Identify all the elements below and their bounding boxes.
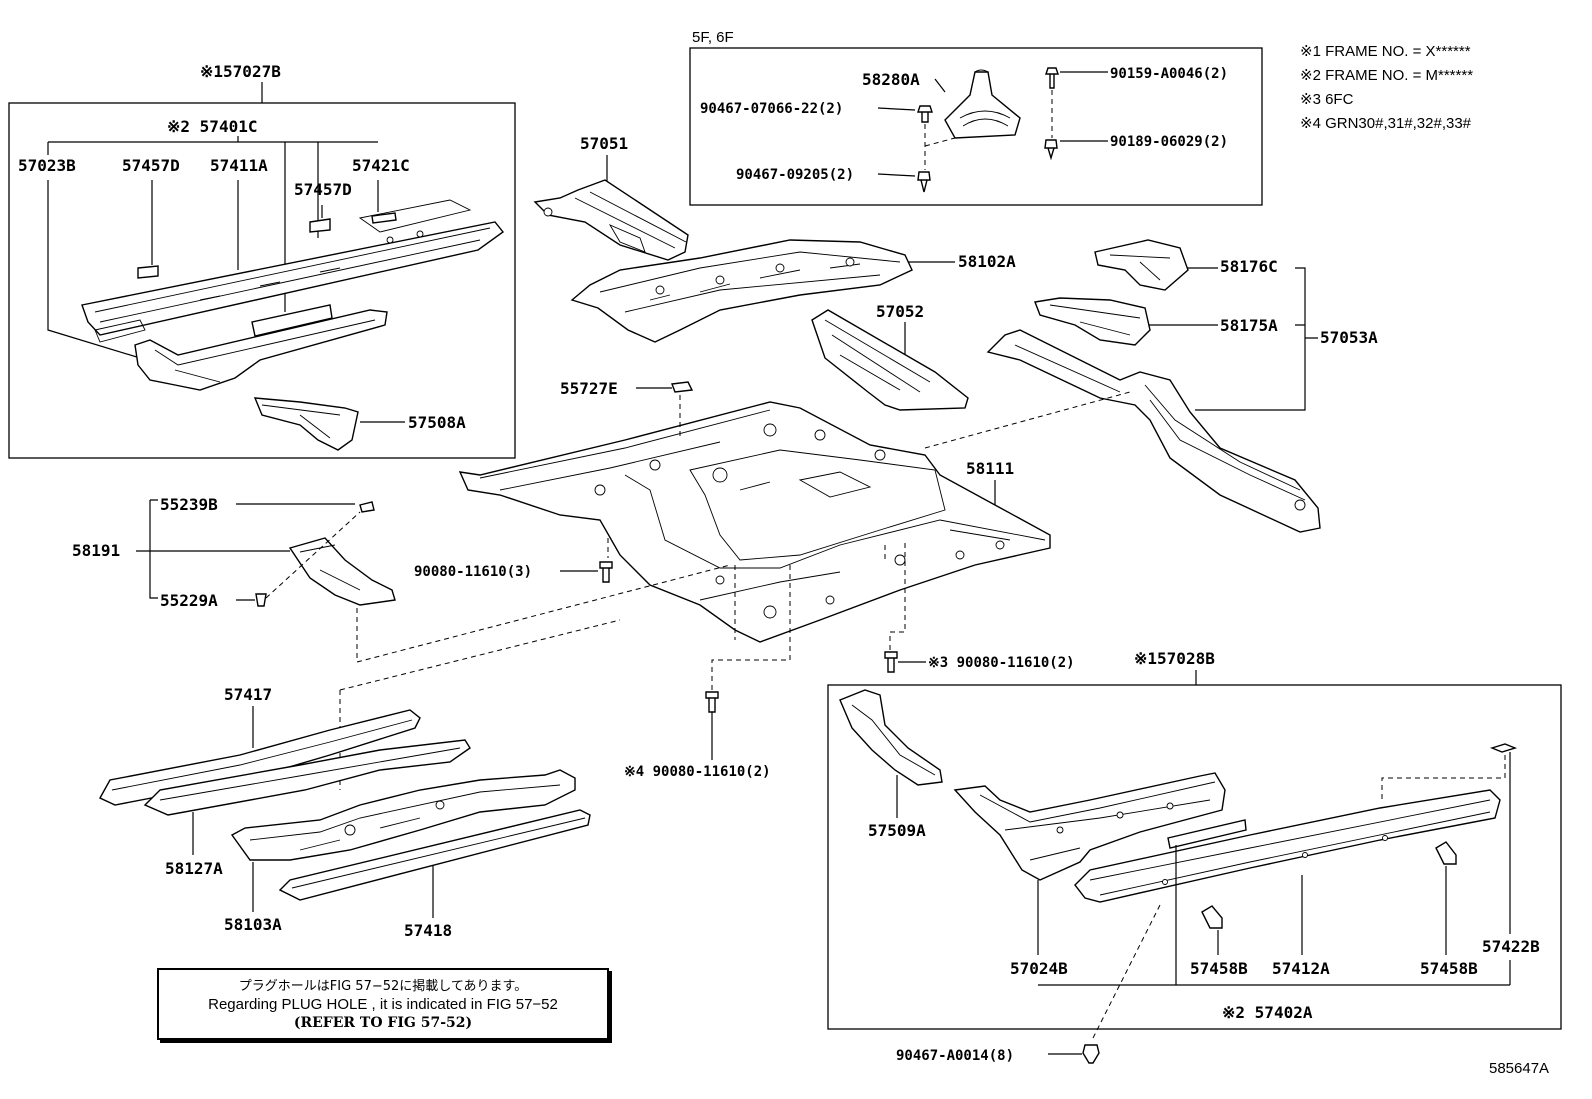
part-57412A [1074,789,1501,903]
part-57024B [953,772,1226,881]
part-57052 [811,309,969,411]
part-57051 [533,179,689,261]
label-57412A: 57412A [1272,959,1330,978]
note-english: Regarding PLUG HOLE , it is indicated in… [208,996,558,1013]
label-58111: 58111 [966,459,1014,478]
shift-fasteners [917,67,1059,193]
label-58175A: 58175A [1220,316,1278,335]
part-58175A [1034,297,1151,346]
shift-box-title: 5F, 6F [692,29,734,46]
label-57053A: 57053A [1320,328,1378,347]
label-57024B: 57024B [1010,959,1068,978]
label-57457D-mid: 57457D [294,180,352,199]
label-57417: 57417 [224,685,272,704]
label-57422B: 57422B [1482,937,1540,956]
label-55727E: 55727E [560,379,618,398]
refer-note: プラグホールはFIG 57−52に掲載してあります。 Regarding PLU… [157,968,609,1040]
label-90467-A0014: 90467-A0014(8) [896,1048,1014,1064]
label-90080-11610-s3: ※3 90080-11610(2) [928,655,1075,671]
label-57411A: 57411A [210,156,268,175]
label-90467-09205: 90467-09205(2) [736,167,854,183]
figure-id: 585647A [1489,1060,1549,1077]
label-55239B: 55239B [160,495,218,514]
part-57509A [839,689,943,786]
part-58191 [255,501,396,607]
label-90080-11610-3: 90080-11610(3) [414,564,532,580]
label-58127A: 58127A [165,859,223,878]
label-90467-07066-22: 90467-07066-22(2) [700,101,843,117]
part-58111 [458,401,1051,643]
clips-57458B [1201,743,1518,929]
label-57421C: 57421C [352,156,410,175]
svg-text:※2 FRAME NO. = M******: ※2 FRAME NO. = M****** [1300,67,1473,84]
label-57023B: 57023B [18,156,76,175]
part-58102A [570,239,913,343]
shift-boot-icon [944,69,1021,139]
label-90189-06029: 90189-06029(2) [1110,134,1228,150]
note-refer: (REFER TO FIG 57-52) [293,1015,473,1031]
label-90080-11610-s4: ※4 90080-11610(2) [624,764,771,780]
right-assembly-frame [827,684,1562,1030]
part-57053A [986,329,1321,533]
left-rocker-panel [81,199,505,343]
shift-box-frame [689,47,1263,206]
frame-legend: ※1 FRAME NO. = X****** ※2 FRAME NO. = M*… [1300,43,1473,132]
left-reinforcement [134,212,397,391]
label-55229A: 55229A [160,591,218,610]
label-57418: 57418 [404,921,452,940]
label-90159-A0046: 90159-A0046(2) [1110,66,1228,82]
label-57402A: ※2 57402A [1222,1003,1313,1022]
label-57401C: ※2 57401C [167,117,257,136]
label-57458B-left: 57458B [1190,959,1248,978]
label-58191: 58191 [72,541,120,560]
label-58176C: 58176C [1220,257,1278,276]
note-japanese: プラグホールはFIG 57−52に掲載してあります。 [238,979,528,994]
label-57052: 57052 [876,302,924,321]
label-58102A: 58102A [958,252,1016,271]
part-57418 [278,809,591,901]
label-57457D-top: 57457D [122,156,180,175]
left-rear-bracket [253,397,359,451]
svg-text:※1 FRAME NO. = X******: ※1 FRAME NO. = X****** [1300,43,1471,60]
svg-text:※4 GRN30#,31#,32#,33#: ※4 GRN30#,31#,32#,33# [1300,115,1472,132]
label-57458B-right: 57458B [1420,959,1478,978]
label-57028B: ※157028B [1134,649,1215,668]
part-58103A [230,769,576,861]
label-58280A: 58280A [862,70,920,89]
part-58176C [1094,239,1189,291]
label-58103A: 58103A [224,915,282,934]
label-57027B: ※157027B [200,62,281,81]
label-57509A: 57509A [868,821,926,840]
label-57051: 57051 [580,134,628,153]
part-58127A [143,739,471,816]
svg-text:※3 6FC: ※3 6FC [1300,91,1354,108]
label-57508A: 57508A [408,413,466,432]
